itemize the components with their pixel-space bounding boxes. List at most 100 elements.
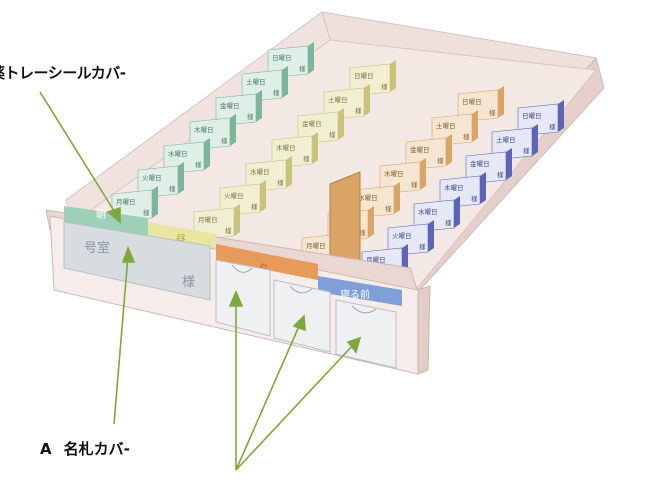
day-card-label: 木曜日 bbox=[384, 169, 404, 178]
day-card-edge bbox=[506, 148, 512, 180]
callout-name-card-text: 名札カバ- bbox=[63, 440, 130, 458]
arrow-pocket-2 bbox=[235, 323, 301, 471]
arrow-name-card bbox=[113, 255, 129, 425]
arrow-name-card-head bbox=[121, 245, 136, 263]
day-card-label: 月曜日 bbox=[198, 216, 218, 224]
day-card-edge bbox=[498, 86, 504, 118]
arrow-seal-cover-head bbox=[106, 206, 121, 224]
drawer-pocket-2 bbox=[273, 279, 331, 353]
day-card-label: 金曜日 bbox=[410, 145, 430, 154]
day-card-face bbox=[163, 141, 205, 175]
callout-arrows bbox=[39, 91, 362, 471]
day-card-edge bbox=[256, 90, 262, 122]
day-card-face bbox=[215, 93, 257, 127]
section-band-bedtime bbox=[318, 276, 402, 306]
day-card-label: 日曜日 bbox=[354, 72, 374, 80]
day-card-edge bbox=[152, 186, 158, 218]
drawer-pocket-2-notch bbox=[289, 285, 313, 294]
sama-label: 様 bbox=[182, 275, 195, 290]
day-card-edge bbox=[204, 138, 210, 170]
day-card-face bbox=[457, 89, 499, 123]
section-band-evening bbox=[216, 244, 318, 280]
day-card-edge bbox=[286, 156, 292, 188]
day-card-edge bbox=[260, 180, 266, 212]
day-card-sama: 様 bbox=[247, 112, 254, 121]
day-card-edge bbox=[338, 108, 344, 140]
day-card-face bbox=[379, 161, 421, 195]
day-card-face bbox=[491, 127, 533, 161]
name-card-cover bbox=[63, 221, 211, 301]
section-tab-bedtime: 寝る前 bbox=[340, 288, 370, 301]
day-card-face bbox=[387, 223, 429, 257]
day-card-face bbox=[219, 183, 261, 217]
day-card-label: 日曜日 bbox=[522, 112, 542, 120]
day-card-sama: 様 bbox=[251, 202, 258, 211]
day-card-edge bbox=[428, 220, 434, 252]
day-card-label: 木曜日 bbox=[194, 125, 214, 134]
day-card-label: 土曜日 bbox=[436, 121, 456, 130]
callout-letter-a: A bbox=[40, 440, 52, 458]
day-card-edge bbox=[308, 42, 314, 74]
arrow-pocket-3-head bbox=[346, 336, 362, 354]
day-card-face bbox=[267, 45, 309, 79]
day-card-label: 日曜日 bbox=[272, 54, 292, 62]
arrow-pocket-3 bbox=[235, 343, 355, 471]
day-card-edge bbox=[364, 84, 370, 116]
section-tab-morning: 朝 bbox=[96, 209, 106, 221]
day-card-label: 水曜日 bbox=[250, 167, 270, 176]
day-card-sama: 様 bbox=[489, 108, 496, 117]
day-card-sama: 様 bbox=[195, 160, 202, 169]
day-card-edge bbox=[230, 114, 236, 146]
day-card-sama: 様 bbox=[463, 132, 470, 141]
day-card-label: 水曜日 bbox=[358, 193, 378, 202]
day-card-sama: 様 bbox=[225, 226, 232, 235]
day-card-sama: 様 bbox=[445, 218, 452, 227]
tray-right-face bbox=[417, 285, 431, 375]
arrow-seal-cover bbox=[39, 91, 117, 215]
day-card-edge bbox=[390, 60, 396, 92]
day-card-face bbox=[465, 151, 507, 185]
day-card-edge bbox=[312, 132, 318, 164]
day-card-edge bbox=[420, 158, 426, 190]
day-card-label: 水曜日 bbox=[418, 207, 438, 216]
day-card-sama: 様 bbox=[143, 208, 150, 217]
day-card-edge bbox=[282, 66, 288, 98]
day-card-sama: 様 bbox=[497, 170, 504, 179]
drawer-pocket-3-notch bbox=[351, 305, 377, 314]
day-card-face bbox=[137, 165, 179, 199]
day-card-sama: 様 bbox=[385, 204, 392, 213]
day-card-edge bbox=[178, 162, 184, 194]
day-card-label: 土曜日 bbox=[496, 135, 516, 144]
day-card-label: 水曜日 bbox=[168, 149, 188, 158]
day-card-sama: 様 bbox=[355, 106, 362, 115]
day-card-edge bbox=[454, 196, 460, 228]
day-card-sama: 様 bbox=[273, 88, 280, 97]
day-card-sama: 様 bbox=[299, 64, 306, 73]
day-card-label: 金曜日 bbox=[302, 119, 322, 128]
day-card-edge bbox=[558, 100, 564, 132]
day-card-face bbox=[439, 175, 481, 209]
day-card-face bbox=[413, 199, 455, 233]
day-card-face bbox=[241, 69, 283, 103]
day-card-label: 木曜日 bbox=[444, 183, 464, 192]
day-card-label: 金曜日 bbox=[470, 159, 490, 168]
drawer-pocket-1-notch bbox=[231, 264, 253, 273]
day-card-label: 月曜日 bbox=[306, 242, 326, 250]
day-card-label: 月曜日 bbox=[116, 198, 136, 206]
section-band-morning bbox=[64, 206, 148, 236]
callout-tray-seal-cover: 薬トレーシールカバ- bbox=[0, 64, 126, 82]
